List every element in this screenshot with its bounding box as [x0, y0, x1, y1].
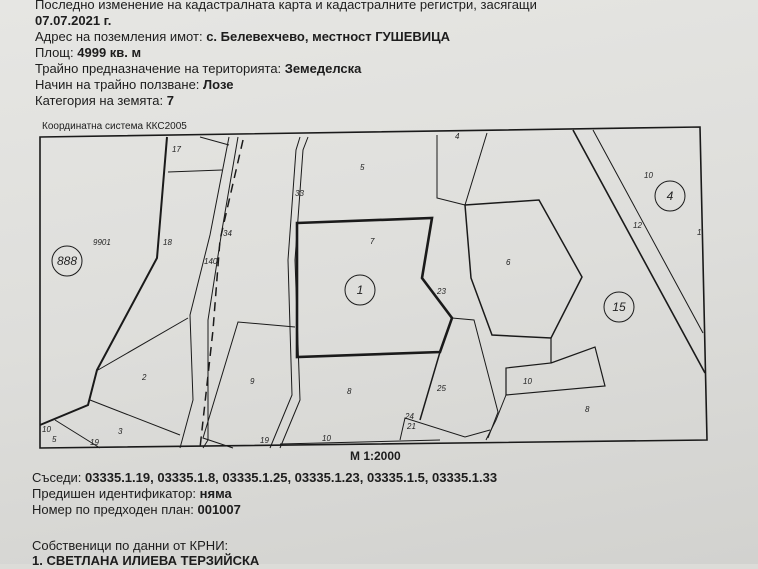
neighbors-line: Съседи: 03335.1.19, 03335.1.8, 03335.1.2… — [32, 470, 497, 486]
parcel-label: 10 — [644, 171, 653, 180]
address-label: Адрес на поземления имот: — [35, 29, 203, 44]
circle-marker — [603, 291, 635, 323]
parcel-label: 34 — [223, 229, 232, 238]
boundary — [485, 394, 507, 441]
prev-plan-label: Номер по предходен план: — [32, 502, 194, 517]
parcel-label: 140 — [204, 257, 218, 266]
owners-label: Собственици по данни от КРНИ: — [32, 538, 229, 553]
circle-marker — [51, 245, 83, 277]
category-line: Категория на земята: 7 — [35, 93, 174, 109]
boundary — [399, 417, 491, 441]
circled-label: 888 — [57, 254, 77, 268]
boundary — [167, 169, 223, 173]
parcel-label: 10 — [523, 377, 532, 386]
road-edge — [572, 129, 706, 374]
usage-label: Начин на трайно ползване: — [35, 77, 200, 92]
map-scale: М 1:2000 — [350, 449, 401, 463]
purpose-value: Земеделска — [284, 61, 362, 76]
parcel-label: 33 — [295, 189, 304, 198]
last-change-date: 07.07.2021 г. — [35, 13, 111, 29]
prev-id-line: Предишен идентификатор: няма — [32, 486, 232, 502]
boundary — [419, 351, 441, 421]
parcel-label: 4 — [455, 132, 460, 141]
map-frame — [39, 126, 708, 449]
boundary — [199, 136, 230, 146]
circle-marker — [654, 180, 686, 212]
prev-id-label: Предишен идентификатор: — [32, 486, 197, 501]
boundary — [97, 317, 189, 371]
circled-label: 4 — [667, 189, 674, 203]
parcel-label: 8 — [347, 387, 352, 396]
road-edge — [179, 136, 230, 449]
last-change-line: Последно изменение на кадастралната карт… — [35, 0, 537, 13]
parcel-9901-boundary — [39, 136, 168, 426]
boundary — [279, 439, 441, 445]
parcel-label: 18 — [163, 238, 172, 247]
circled-label: 15 — [612, 300, 626, 314]
prev-plan-line: Номер по предходен план: 001007 — [32, 502, 241, 518]
parcel-label: 19 — [90, 438, 99, 447]
parcel-label: 19 — [260, 436, 269, 445]
road-edge — [592, 129, 704, 334]
parcel-10 — [505, 338, 606, 396]
road-centerline — [199, 139, 244, 449]
address-line: Адрес на поземления имот: с. Белевехчево… — [35, 29, 450, 45]
parcel-label: 3 — [118, 427, 123, 436]
circled-label: 1 — [357, 283, 364, 297]
parcel-label: 9 — [250, 377, 255, 386]
purpose-line: Трайно предназначение на територията: Зе… — [35, 61, 361, 77]
parcel-label: 17 — [172, 145, 181, 154]
road-edge — [269, 136, 301, 449]
parcel-label: 2 — [141, 373, 147, 382]
parcel-label: 21 — [406, 422, 416, 431]
parcel-label: 24 — [404, 412, 414, 421]
parcel-label: 23 — [436, 287, 446, 296]
boundary — [451, 317, 499, 439]
parcel-label: 9901 — [93, 238, 111, 247]
neighbors-value: 03335.1.19, 03335.1.8, 03335.1.25, 03335… — [85, 470, 498, 485]
area-label: Площ: — [35, 45, 74, 60]
circle-marker — [344, 274, 376, 306]
prev-id-value: няма — [199, 486, 232, 501]
coordinate-system-label: Координатна система ККС2005 — [42, 121, 187, 132]
parcel-6 — [464, 199, 583, 339]
parcel-label: 5 — [360, 163, 365, 172]
parcel-label: 6 — [506, 258, 511, 267]
address-value: с. Белевехчево, местност ГУШЕВИЦА — [206, 29, 451, 44]
prev-plan-value: 001007 — [197, 502, 241, 517]
boundary — [89, 399, 181, 436]
last-change-label: Последно изменение на кадастралната карт… — [35, 0, 537, 12]
owner-1: 1. СВЕТЛАНА ИЛИЕВА ТЕРЗИЙСКА — [32, 553, 260, 568]
neighbors-label: Съседи: — [32, 470, 82, 485]
boundary — [202, 321, 296, 449]
boundary — [54, 419, 101, 449]
parcel-label: 10 — [322, 434, 331, 443]
road-edge — [202, 136, 239, 449]
category-value: 7 — [166, 93, 174, 108]
last-change-date-value: 07.07.2021 г. — [35, 13, 112, 28]
area-line: Площ: 4999 кв. м — [35, 45, 141, 61]
parcel-label: 25 — [436, 384, 446, 393]
parcel-label: 8 — [585, 405, 590, 414]
road-edge — [279, 136, 309, 449]
parcel-label: 10 — [42, 425, 51, 434]
usage-line: Начин на трайно ползване: Лозе — [35, 77, 233, 93]
parcel-label: 7 — [370, 237, 375, 246]
parcel-label: 5 — [52, 435, 57, 444]
purpose-label: Трайно предназначение на територията: — [35, 61, 282, 76]
category-label: Категория на земята: — [35, 93, 164, 108]
usage-value: Лозе — [203, 77, 234, 92]
area-value: 4999 кв. м — [77, 45, 142, 60]
parcel-label: 12 — [633, 221, 642, 230]
boundary — [436, 132, 488, 206]
parcel-label: 1 — [697, 228, 701, 237]
circled-labels — [51, 180, 686, 323]
